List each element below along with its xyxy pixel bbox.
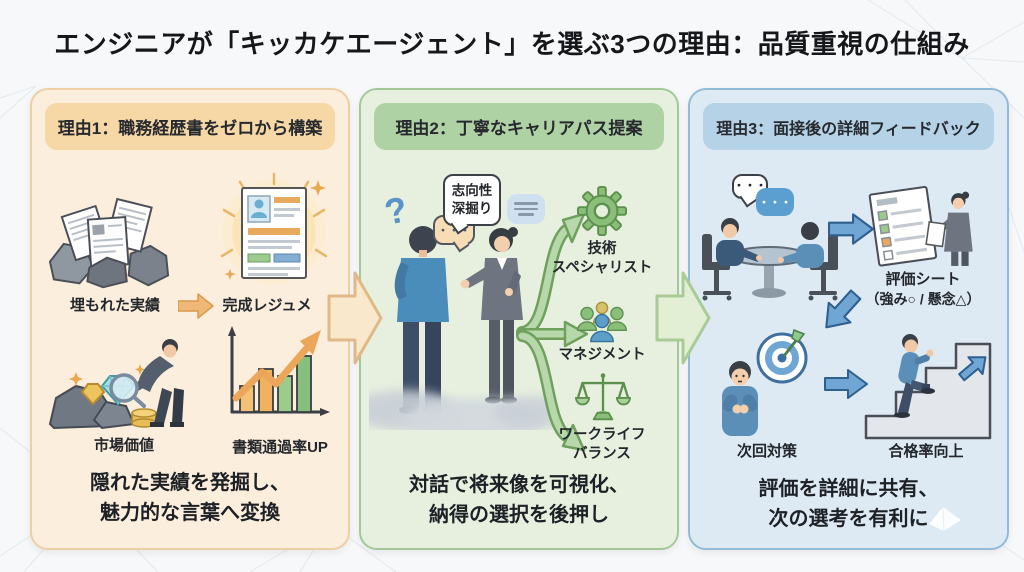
panel3-summary-line2: 次の選考を有利に <box>768 508 929 530</box>
evaluation-sheet-illustration <box>868 186 973 267</box>
orientation-deep-dive-bubble: 志向性 深掘り <box>443 174 501 226</box>
panel2-to-panel3-arrow <box>655 271 711 365</box>
speech-dots: ・・・ <box>733 180 767 193</box>
management-label: マネジメント <box>558 347 646 363</box>
panel3-summary-line1: 評価を詳細に共有、 <box>758 478 939 500</box>
arrow-right-icon <box>828 213 874 245</box>
buried-documents-illustration <box>48 197 170 289</box>
work-life-balance-label: ワークライフ バランス <box>537 426 667 464</box>
buried-achievements-label: 埋もれた実績 <box>69 297 160 314</box>
panel3-header: 理由3：面接後の詳細フィードバック <box>703 103 994 150</box>
bubble-text-line <box>514 202 538 205</box>
career-dialogue-illustration <box>369 226 554 430</box>
speech-dots: ・・・ <box>758 197 792 209</box>
bubble-line2: 深掘り <box>451 201 493 216</box>
panel3-summary: 評価を詳細に共有、 次の選考を有利に <box>690 474 1007 534</box>
page-title: エンジニアが「キッカケエージェント」を選ぶ3つの理由：品質重視の仕組み <box>54 29 970 59</box>
panel1-summary-line2: 魅力的な言葉へ変換 <box>100 502 280 524</box>
bubble-line1: 志向性 <box>451 182 493 198</box>
completed-resume-illustration <box>220 172 328 284</box>
wlb-line2: バランス <box>573 445 631 462</box>
sheet-label-line2: （強み○ / 懸念△） <box>865 290 981 307</box>
pass-rate-chart-illustration <box>228 326 330 416</box>
stairs-climb-illustration <box>864 334 992 440</box>
interview-illustration <box>702 218 838 301</box>
gear-icon <box>577 186 627 236</box>
balance-scale-icon <box>575 373 631 421</box>
tech-specialist-line1: 技術 <box>587 241 617 257</box>
completed-resume-label: 完成レジュメ <box>222 297 312 314</box>
panel2-summary: 対話で将来像を可視化、 納得の選択を後押し <box>361 470 677 530</box>
target-practice-illustration <box>722 328 808 436</box>
market-value-label: 市場価値 <box>93 437 154 454</box>
panel2-summary-line2: 納得の選択を後押し <box>429 504 609 526</box>
wlb-line1: ワークライフ <box>558 427 646 443</box>
reply-speech-bubble <box>507 194 545 224</box>
panel1-summary: 隠れた実績を発掘し、 魅力的な言葉へ変換 <box>32 468 348 528</box>
team-icon <box>577 301 627 343</box>
panel2-summary-line1: 対話で将来像を可視化、 <box>409 474 629 496</box>
panel-reason2: 理由2：丁寧なキャリアパス提案 ? <box>359 88 679 550</box>
arrow-right-icon <box>824 369 868 399</box>
evaluation-sheet-label: 評価シート （強み○ / 懸念△） <box>848 270 998 308</box>
gem-mining-illustration <box>48 339 184 430</box>
pass-rate-label: 書類通過率UP <box>232 439 328 456</box>
transform-arrow-icon <box>178 293 214 319</box>
panel1-to-panel2-arrow <box>327 271 383 365</box>
pass-rate-improvement-label: 合格率向上 <box>888 443 964 460</box>
panel1-summary-line1: 隠れた実績を発掘し、 <box>90 472 290 494</box>
tech-specialist-line2: スペシャリスト <box>551 259 653 276</box>
bubble-text-line <box>518 213 534 216</box>
arrow-down-left-icon <box>813 283 869 340</box>
panel2-header: 理由2：丁寧なキャリアパス提案 <box>374 103 664 150</box>
next-measures-label: 次回対策 <box>736 443 797 460</box>
career-branch-arrows <box>516 212 588 452</box>
interview-speech-bubble-blue: ・・・ <box>756 188 794 216</box>
panel-reason1: 理由1：職務経歴書をゼロから構築 埋もれた実績 <box>30 88 350 550</box>
panel-reason3: 理由3：面接後の詳細フィードバック ・・・ ・・・ <box>688 88 1009 550</box>
sheet-label-line1: 評価シート <box>885 271 961 288</box>
origami-watermark <box>929 506 961 532</box>
tech-specialist-label: 技術 スペシャリスト <box>527 240 677 278</box>
panel1-header: 理由1：職務経歴書をゼロから構築 <box>45 103 335 150</box>
bubble-text-line <box>514 207 538 211</box>
